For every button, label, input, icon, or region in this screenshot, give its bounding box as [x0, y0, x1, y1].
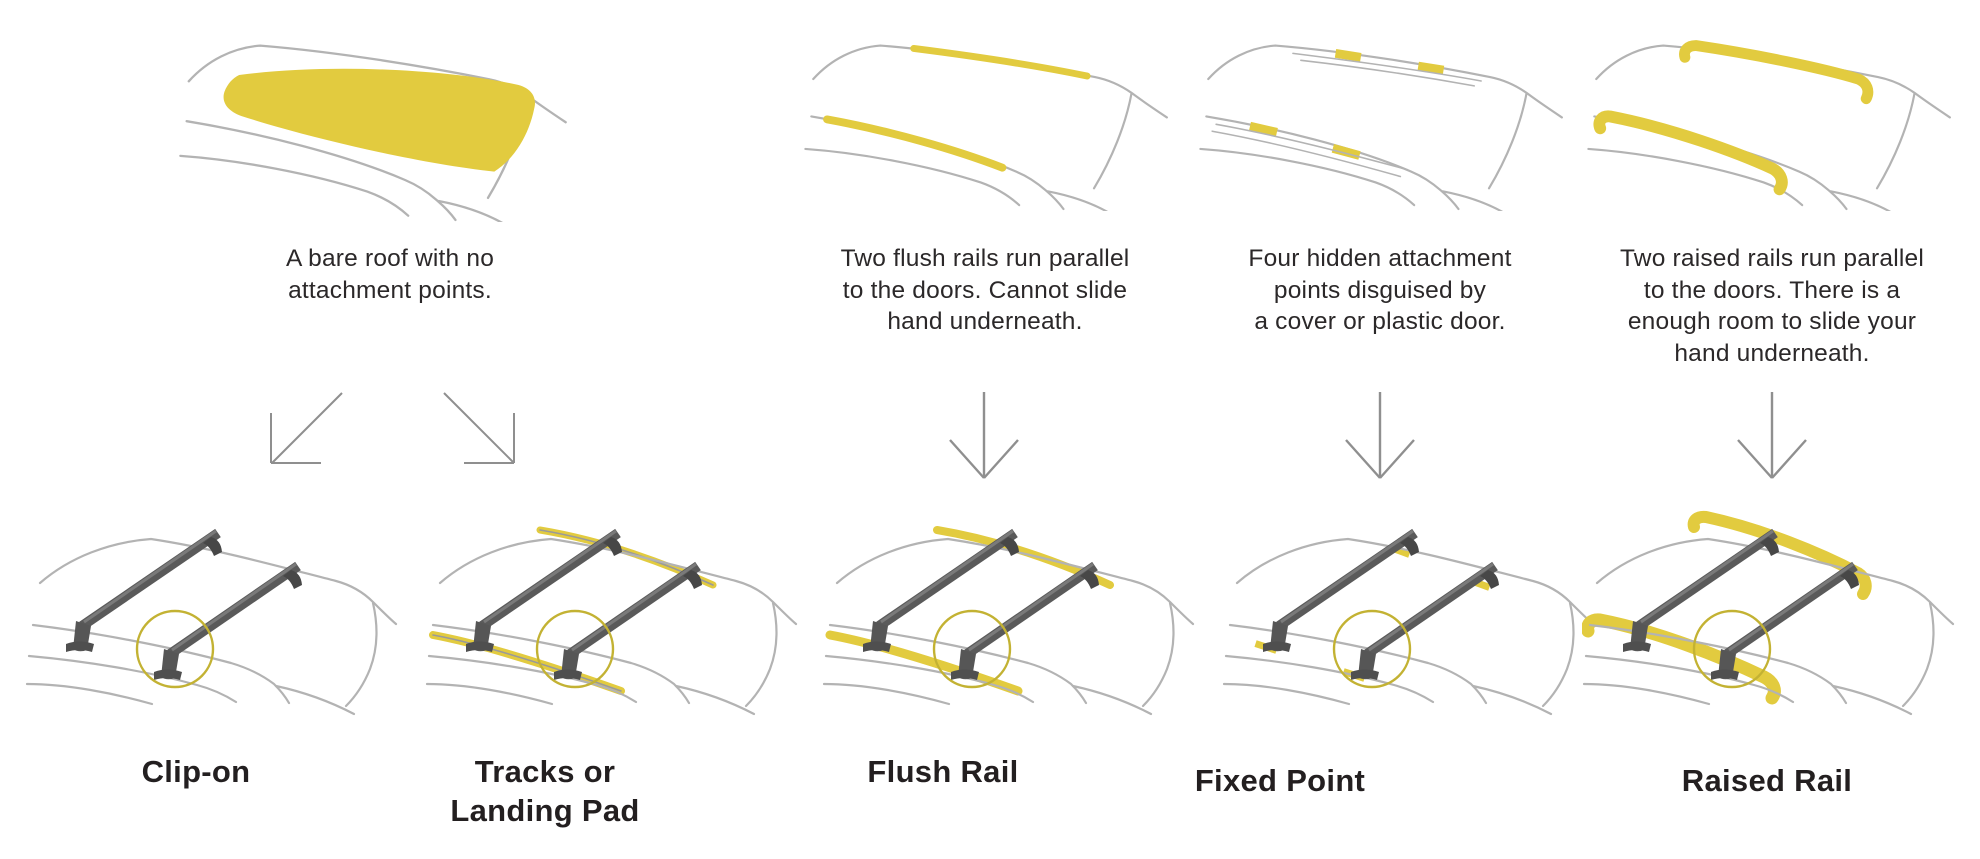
description-line: hand underneath.	[1674, 339, 1870, 367]
hidden-rail-lines	[1211, 52, 1482, 178]
arrow-down-icon	[949, 392, 1019, 479]
yellow-flush-rails	[823, 45, 1091, 172]
label-line: Clip-on	[141, 754, 251, 789]
yellow-roof-area	[223, 68, 535, 172]
arrow-down-left-icon	[270, 392, 343, 464]
description-line: hand underneath.	[887, 308, 1083, 335]
flush-rail-label: Flush Rail	[723, 752, 1163, 791]
description-line: a cover or plastic door.	[1254, 308, 1506, 335]
raised-rail-rack-illustration	[1582, 510, 1980, 740]
label-line: Fixed Point	[1194, 763, 1366, 798]
description-line: Four hidden attachment	[1248, 245, 1512, 272]
description-line: enough room to slide your	[1627, 308, 1917, 335]
label-line: Raised Rail	[1681, 763, 1853, 798]
fixed-point-rack-illustration	[1222, 505, 1622, 740]
flush-rails-description: Two flush rails run parallel to the door…	[775, 243, 1195, 338]
raised-rail-label: Raised Rail	[1547, 761, 1980, 800]
label-line: Flush Rail	[867, 754, 1019, 789]
label-line: Tracks or	[474, 754, 616, 789]
arrow-down-right-icon	[443, 392, 515, 464]
clip-on-label: Clip-on	[0, 752, 416, 791]
description-line: to the doors. Cannot slide	[842, 276, 1128, 304]
description-line: points disguised by	[1273, 276, 1487, 304]
clip-on-rack-illustration	[25, 505, 425, 740]
fixed-points-roof-illustration	[1199, 44, 1563, 211]
raised-rails-description: Two raised rails run parallel to the doo…	[1562, 243, 1980, 369]
description-line: to the doors. There is a	[1643, 276, 1901, 304]
bare-roof-description: A bare roof with no attachment points.	[180, 243, 600, 306]
description-line: A bare roof with no	[285, 245, 495, 272]
yellow-raised-rails	[1582, 510, 1872, 705]
fixed-point-label: Fixed Point	[1060, 761, 1500, 800]
arrow-down-icon	[1737, 392, 1807, 479]
raised-rails-roof-illustration	[1587, 40, 1951, 211]
flush-rail-rack-illustration	[822, 526, 1222, 740]
description-line: Two raised rails run parallel	[1619, 245, 1924, 272]
description-line: Two flush rails run parallel	[840, 245, 1130, 272]
fixed-points-description: Four hidden attachment points disguised …	[1170, 243, 1590, 338]
arrow-down-icon	[1345, 392, 1415, 479]
tracks-label: Tracks or Landing Pad	[325, 752, 765, 830]
flush-rails-roof-illustration	[804, 44, 1168, 211]
bare-roof-illustration	[179, 44, 567, 222]
label-line: Landing Pad	[450, 793, 640, 828]
tracks-rack-illustration	[425, 505, 825, 740]
yellow-raised-rails	[1593, 40, 1874, 196]
description-line: attachment points.	[288, 276, 492, 304]
